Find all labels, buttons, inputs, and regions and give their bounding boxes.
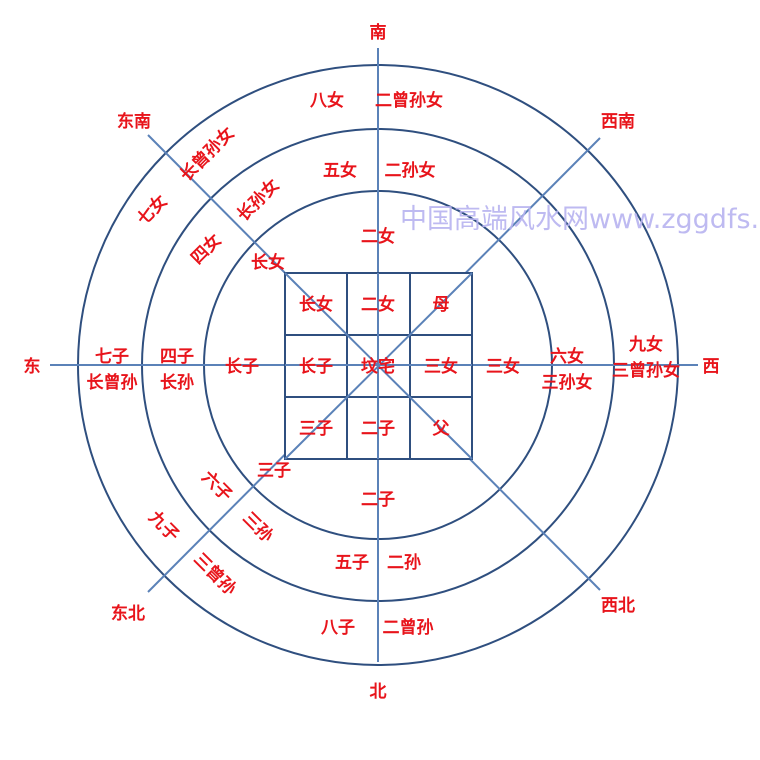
ring3-southeast-inner: 七女 (133, 191, 172, 230)
grid-cell-mid-left: 长子 (299, 356, 333, 377)
grid-cell-top-center: 二女 (361, 294, 395, 315)
direction-northeast: 东北 (111, 603, 145, 624)
ring1-southeast: 长女 (251, 252, 285, 273)
ring2-east-bottom: 长孙 (160, 372, 194, 393)
direction-northwest: 西北 (601, 596, 635, 616)
ring2-southeast-inner: 四女 (187, 230, 226, 269)
grid-cell-mid-right: 三女 (424, 356, 458, 377)
ring3-northeast-outer: 九子 (144, 507, 183, 546)
direction-south: 南 (370, 22, 387, 43)
ring3-northeast-inner: 三曾孙 (189, 549, 240, 600)
direction-southeast: 东南 (117, 111, 151, 132)
ring1-northeast: 三子 (257, 461, 291, 481)
ring2-west-bottom: 三孙女 (542, 372, 593, 393)
grid-cell-bottom-center: 二子 (361, 419, 395, 439)
ring2-northeast-outer: 六子 (197, 467, 236, 506)
ring3-east-top: 七子 (95, 347, 129, 367)
ring3-west-bottom: 三曾孙女 (612, 360, 680, 381)
ring3-north-left: 八子 (321, 618, 355, 638)
ring3-north-right: 二曾孙 (383, 617, 434, 638)
ring2-west-top: 六女 (550, 346, 584, 367)
ring3-south-right: 二曾孙女 (375, 90, 443, 111)
ring3-east-bottom: 长曾孙 (87, 372, 138, 393)
grid-cell-bottom-right: 父 (432, 419, 451, 439)
ring2-south-right: 二孙女 (385, 160, 436, 181)
ring1-east: 长子 (225, 356, 259, 377)
ring2-south-left: 五女 (323, 160, 357, 181)
direction-southwest: 西南 (601, 111, 635, 132)
ring1-west: 三女 (486, 356, 520, 377)
ring2-southeast-outer: 长孙女 (233, 175, 284, 226)
direction-north: 北 (370, 682, 387, 702)
ring2-east-top: 四子 (160, 347, 194, 367)
grid-cell-top-right: 母 (433, 295, 450, 315)
direction-east: 东 (24, 356, 41, 377)
direction-west: 西 (703, 357, 720, 377)
grid-cell-top-left: 长女 (299, 294, 333, 315)
ring3-southeast-outer: 长曾孙女 (176, 123, 239, 186)
ring2-north-right: 二孙 (387, 552, 421, 573)
grid-cell-bottom-left: 三子 (299, 419, 333, 439)
ring1-north: 二子 (361, 490, 395, 510)
ring3-south-left: 八女 (310, 90, 344, 111)
ring2-northeast-inner: 三孙 (238, 508, 277, 547)
ring3-west-top: 九女 (628, 334, 663, 355)
ring1-south: 二女 (361, 226, 395, 247)
grid-cell-center: 坟宅 (361, 356, 395, 377)
watermark: 中国高端风水网www.zggdfs.com (400, 204, 760, 235)
ring2-north-left: 五子 (335, 553, 369, 573)
